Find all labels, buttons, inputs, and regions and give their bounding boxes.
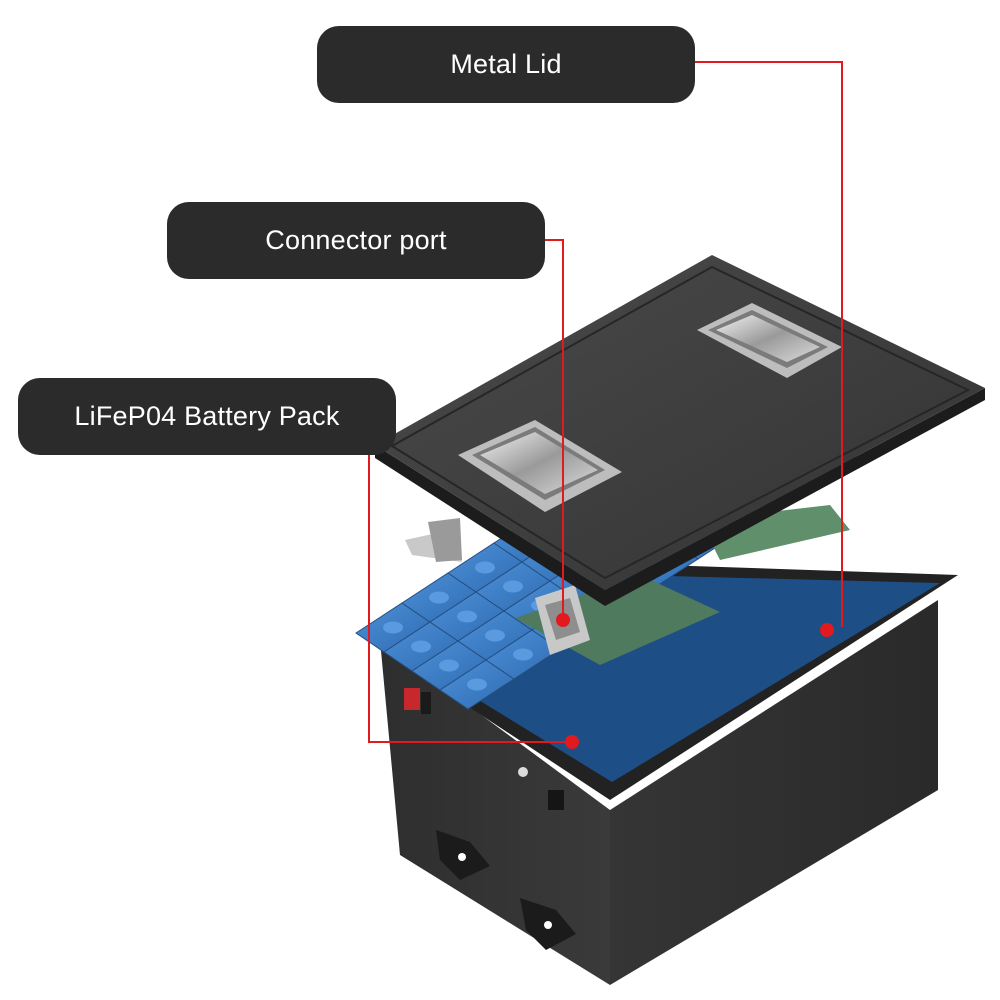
leader-line-metal-lid (695, 61, 843, 627)
leader-lines (368, 61, 843, 743)
callout-connector-port-text: Connector port (265, 225, 447, 255)
box-right-face (610, 600, 938, 985)
mount-bracket-1 (436, 830, 490, 880)
leader-line-connector-port (545, 239, 564, 618)
lid-top (375, 255, 985, 590)
leader-dot-metal-lid (820, 623, 834, 637)
lid-edge (375, 388, 985, 606)
battery-cell-cap (429, 591, 449, 604)
terminal-black (548, 790, 564, 810)
battery-cell-cap (475, 561, 495, 574)
battery-cell-cap (513, 648, 533, 661)
indicator-light (518, 767, 528, 777)
battery-cell-cap (411, 640, 431, 653)
callout-battery-pack-text: LiFeP04 Battery Pack (74, 401, 340, 431)
leader-line-battery-pack (368, 455, 572, 743)
metal-lid (375, 255, 985, 606)
lid-handle-left (458, 420, 622, 512)
battery-cell-cap (383, 621, 403, 634)
box-front-face (380, 640, 610, 985)
mount-bracket-2 (520, 898, 576, 950)
leader-dot-connector-port (556, 613, 570, 627)
lid-handle-right (697, 303, 842, 378)
lid-border (390, 265, 971, 580)
callout-battery-pack: LiFeP04 Battery Pack (18, 378, 396, 455)
leader-dot-battery-pack (565, 735, 579, 749)
callout-metal-lid: Metal Lid (317, 26, 695, 103)
battery-cell-cap (457, 610, 477, 623)
callout-metal-lid-text: Metal Lid (450, 49, 562, 79)
terminal-red (404, 688, 431, 714)
battery-cell-cap (467, 678, 487, 691)
battery-cell-cap (503, 580, 523, 593)
lid-side-bracket (405, 518, 462, 562)
battery-cell-cap (439, 659, 459, 672)
callout-connector-port: Connector port (167, 202, 545, 279)
battery-cell-cap (485, 629, 505, 642)
